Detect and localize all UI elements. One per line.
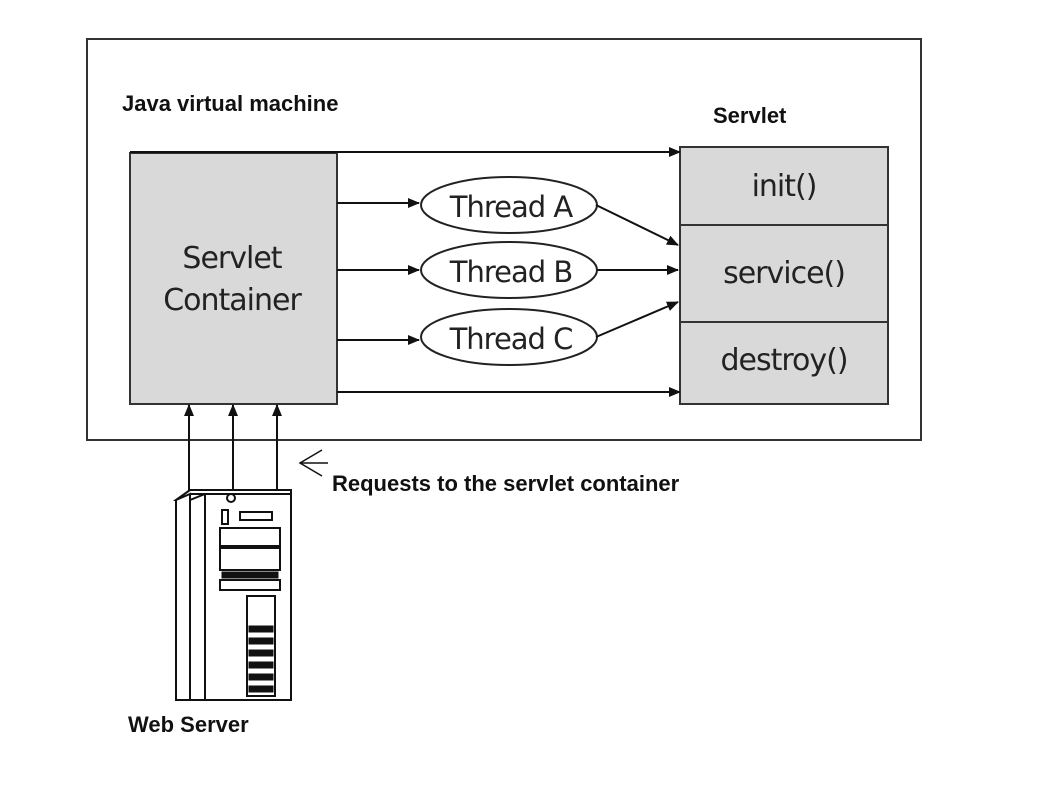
servlet-title: Servlet bbox=[713, 103, 787, 128]
web-server-label: Web Server bbox=[128, 712, 249, 737]
method-init-cell bbox=[679, 146, 889, 226]
jvm-label: Java virtual machine bbox=[122, 91, 338, 116]
thread-c: Thread C bbox=[420, 308, 598, 366]
servlet-container-box bbox=[129, 152, 338, 405]
thread-a: Thread A bbox=[420, 176, 598, 234]
requests-label: Requests to the servlet container bbox=[332, 471, 680, 496]
arrow-thread-a-to-service bbox=[595, 204, 679, 246]
method-service-label: service() bbox=[723, 256, 845, 291]
method-service-cell bbox=[679, 224, 889, 323]
thread-c-label: Thread C bbox=[449, 322, 573, 356]
thread-a-label: Thread A bbox=[449, 190, 574, 224]
arrow-thread-c-to-service bbox=[595, 301, 679, 338]
requests-annotation: Requests to the servlet container bbox=[298, 449, 680, 496]
servlet-container-label-line1: Servlet bbox=[182, 241, 282, 276]
method-destroy-cell bbox=[679, 321, 889, 405]
servlet-container-label-line2: Container bbox=[163, 283, 302, 318]
servlet-box: init() service() destroy() bbox=[679, 146, 889, 405]
thread-b: Thread B bbox=[420, 241, 598, 299]
server-tower-icon bbox=[172, 489, 292, 701]
servlet-container: Servlet Container bbox=[129, 152, 338, 405]
thread-b-label: Thread B bbox=[449, 255, 573, 289]
method-destroy-label: destroy() bbox=[720, 343, 847, 378]
method-init-label: init() bbox=[752, 169, 817, 204]
